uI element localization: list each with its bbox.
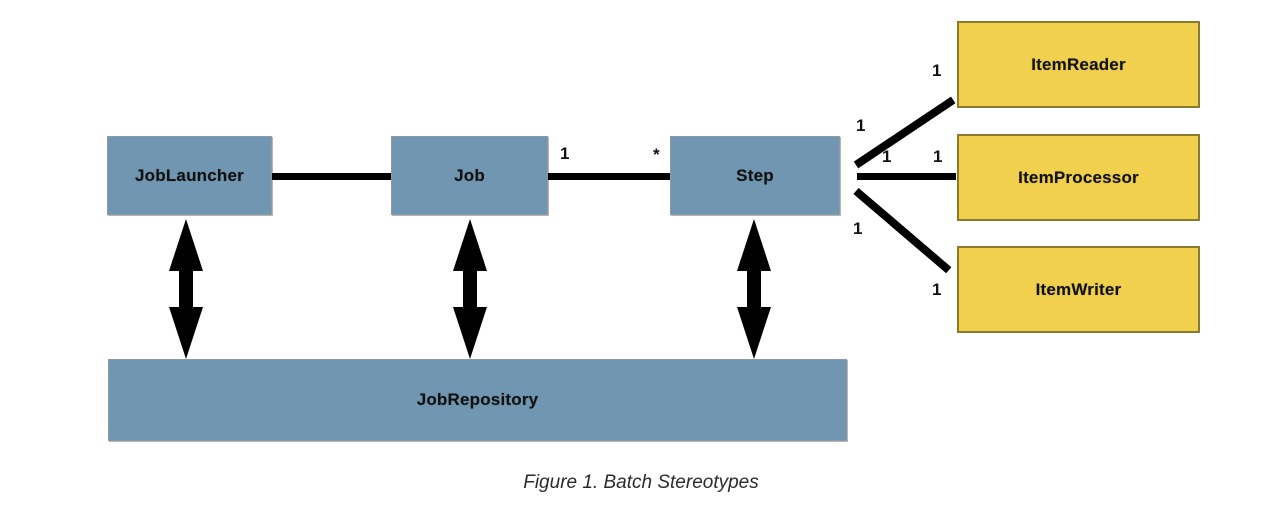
node-job[interactable]: Job [391,136,548,215]
node-item-processor[interactable]: ItemProcessor [957,134,1200,221]
multiplicity-step-processor-far: 1 [933,147,943,166]
arrow-step-to-job-repository [731,219,777,359]
multiplicity-step-reader-near: 1 [856,116,866,135]
multiplicity-job-to-step-step-side: * [653,145,660,164]
multiplicity-step-reader-far: 1 [932,61,942,80]
multiplicity-step-writer-near: 1 [853,219,863,238]
connector-step-to-item-processor [857,173,956,180]
multiplicity-step-writer-far: 1 [932,280,942,299]
figure-caption: Figure 1. Batch Stereotypes [523,472,759,493]
node-item-reader-label: ItemReader [1031,54,1126,74]
node-item-processor-label: ItemProcessor [1018,167,1139,187]
multiplicity-step-processor-near: 1 [882,147,892,166]
arrow-job-launcher-to-job-repository [163,219,209,359]
node-job-label: Job [454,165,485,185]
multiplicity-job-to-step-job-side: 1 [560,144,570,163]
node-step-label: Step [736,165,774,185]
node-job-repository[interactable]: JobRepository [108,359,847,441]
node-item-reader[interactable]: ItemReader [957,21,1200,108]
connector-job-to-step [548,173,670,180]
node-job-launcher-label: JobLauncher [135,165,244,185]
connector-job-launcher-to-job [272,173,391,180]
node-job-repository-label: JobRepository [416,390,539,409]
node-item-writer-label: ItemWriter [1035,279,1122,299]
node-item-writer[interactable]: ItemWriter [957,246,1200,333]
node-job-launcher[interactable]: JobLauncher [107,136,272,215]
arrow-job-to-job-repository [447,219,493,359]
connector-step-to-item-writer [853,187,952,274]
node-step[interactable]: Step [670,136,840,215]
